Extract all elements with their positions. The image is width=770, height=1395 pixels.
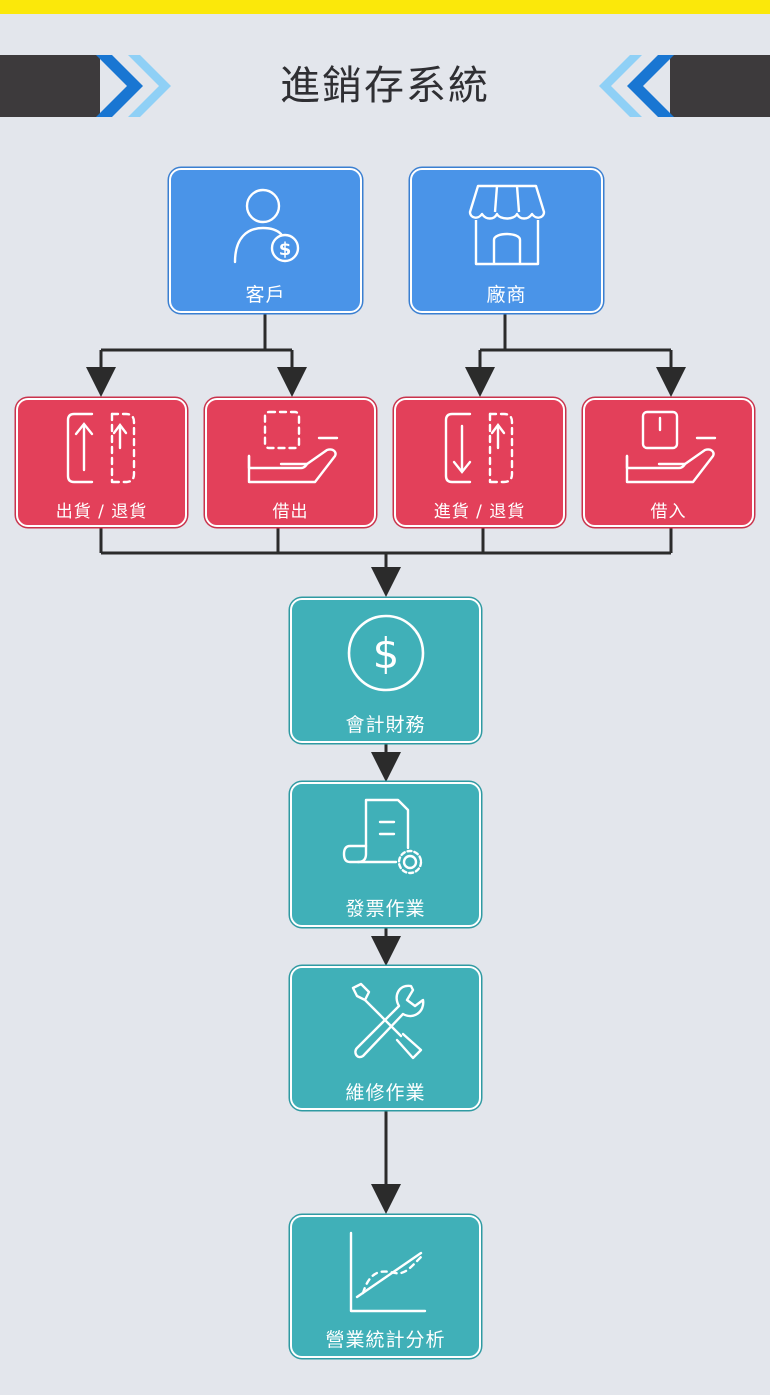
up-arrows-box-icon (66, 412, 135, 484)
node-invoice[interactable]: 發票作業 (290, 782, 481, 927)
left-banner-arrow (0, 55, 171, 117)
node-lend-out[interactable]: 借出 (205, 398, 376, 527)
customer-dollar-icon: $ (233, 188, 299, 264)
lend-out-label: 借出 (272, 502, 309, 522)
node-purchase-return[interactable]: 進貨 / 退貨 (394, 398, 565, 527)
node-maintenance[interactable]: 維修作業 (290, 966, 481, 1110)
trend-chart-icon (349, 1231, 426, 1313)
ship-return-label: 出貨 / 退貨 (55, 502, 148, 522)
borrow-in-label: 借入 (650, 502, 687, 522)
node-vendor[interactable]: 廠商 (410, 168, 603, 313)
maintenance-label: 維修作業 (345, 1082, 426, 1104)
hand-box-in-icon (625, 410, 716, 484)
purchase-return-label: 進貨 / 退貨 (433, 502, 526, 522)
page-title: 進銷存系統 (280, 63, 490, 109)
svg-text:$: $ (278, 239, 291, 260)
hand-box-out-icon (247, 410, 338, 484)
svg-text:$: $ (372, 629, 399, 678)
storefront-icon (468, 184, 545, 266)
accounting-label: 會計財務 (345, 714, 426, 736)
analysis-label: 營業統計分析 (325, 1329, 446, 1351)
dollar-circle-icon: $ (347, 614, 424, 692)
customer-label: 客戶 (245, 284, 286, 306)
receipt-gear-icon (342, 798, 422, 875)
right-banner-arrow (599, 55, 770, 117)
down-up-arrows-box-icon (444, 412, 513, 484)
wrench-screwdriver-icon (351, 982, 424, 1060)
vendor-label: 廠商 (486, 284, 527, 306)
invoice-label: 發票作業 (345, 898, 426, 920)
node-accounting[interactable]: $ 會計財務 (290, 598, 481, 743)
node-borrow-in[interactable]: 借入 (583, 398, 754, 527)
node-ship-return[interactable]: 出貨 / 退貨 (16, 398, 187, 527)
top-accent-bar (0, 0, 770, 14)
node-analysis[interactable]: 營業統計分析 (290, 1215, 481, 1358)
node-customer[interactable]: $ 客戶 (169, 168, 362, 313)
